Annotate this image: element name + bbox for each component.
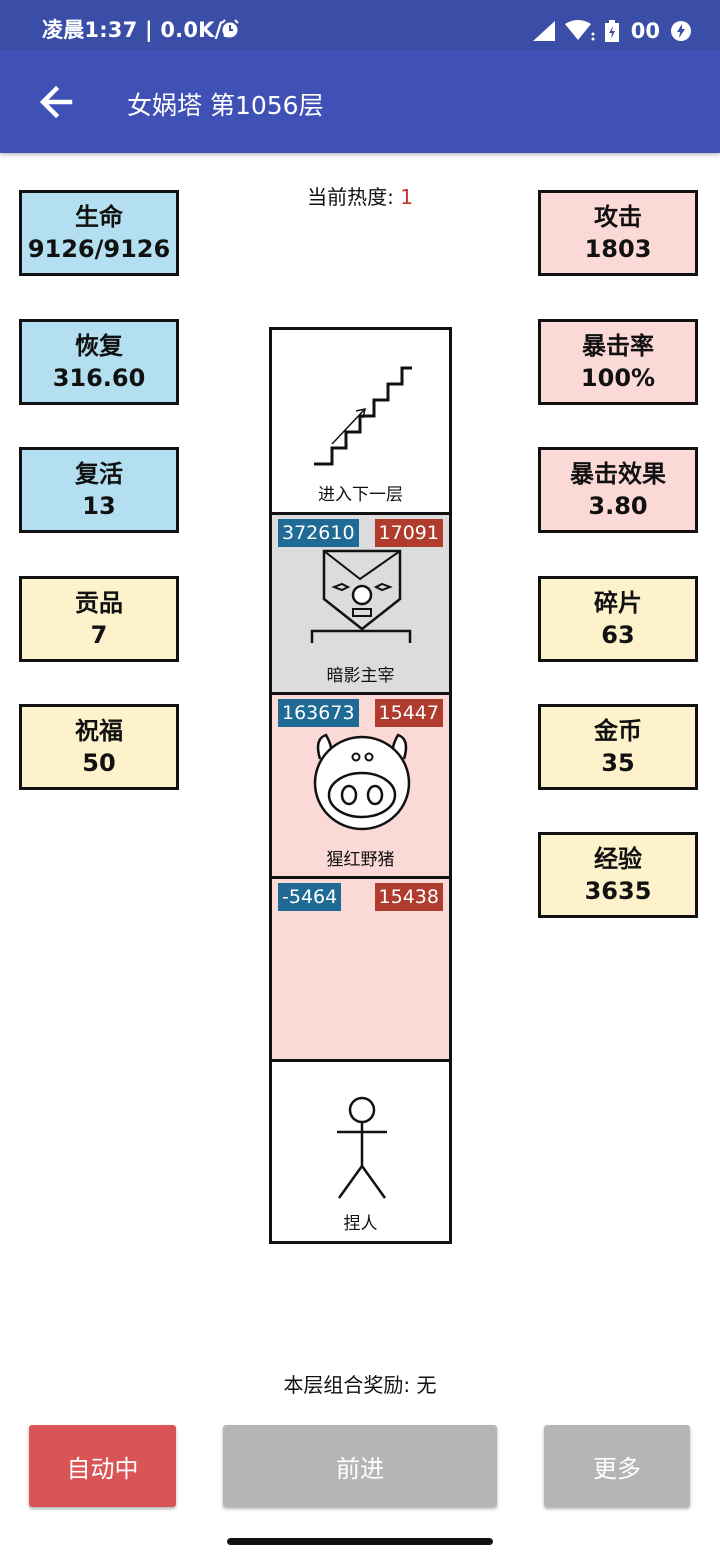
status-time-speed: 凌晨1:37 | 0.0K/s — [42, 18, 236, 42]
heat-value: 1 — [400, 185, 413, 209]
stat-attack: 攻击 1803 — [538, 190, 698, 276]
stat-label: 金币 — [594, 717, 642, 745]
status-bar: 凌晨1:37 | 0.0K/s 00 — [0, 0, 720, 50]
heat-indicator: 当前热度: 1 — [0, 181, 720, 210]
stat-label: 暴击效果 — [570, 460, 666, 488]
shadow-lord-icon — [310, 549, 412, 643]
monster-hp-badge: 163673 — [278, 699, 359, 727]
stat-shards: 碎片 63 — [538, 576, 698, 662]
stat-value: 9126/9126 — [27, 235, 171, 263]
stat-label: 复活 — [75, 460, 123, 488]
stat-label: 贡品 — [75, 589, 123, 617]
stat-value: 50 — [82, 749, 116, 777]
stat-value: 63 — [601, 621, 635, 649]
tower-cell-crimson-boar[interactable]: 163673 15447 猩红野猪 — [272, 695, 449, 879]
stat-tribute: 贡品 7 — [19, 576, 179, 662]
stat-hp: 生命 9126/9126 — [19, 190, 179, 276]
stat-label: 碎片 — [594, 589, 642, 617]
combo-reward: 本层组合奖励: 无 — [0, 1369, 720, 1398]
back-arrow-icon[interactable] — [34, 80, 78, 124]
stat-value: 7 — [90, 621, 108, 649]
tower: 进入下一层 372610 17091 暗影主宰 163673 15447 — [269, 327, 452, 1244]
combo-value: 无 — [416, 1373, 437, 1397]
stick-figure-icon — [337, 1096, 387, 1199]
stat-revive: 复活 13 — [19, 447, 179, 533]
charging-icon — [671, 21, 691, 41]
auto-button[interactable]: 自动中 — [29, 1425, 176, 1507]
heat-label: 当前热度: — [307, 185, 394, 209]
app-bar: 女娲塔 第1056层 — [0, 50, 720, 153]
stat-gold: 金币 35 — [538, 704, 698, 790]
monster-hp-badge: 372610 — [278, 519, 359, 547]
monster-hp-badge: -5464 — [278, 883, 342, 911]
stat-label: 祝福 — [75, 717, 123, 745]
stat-value: 13 — [82, 492, 116, 520]
battery-icon — [604, 20, 619, 42]
stat-label: 生命 — [75, 203, 123, 231]
monster-attack-badge: 17091 — [374, 519, 443, 547]
stat-label: 攻击 — [594, 203, 642, 231]
monster-attack-badge: 15447 — [374, 699, 443, 727]
cell-label: 捏人 — [343, 1214, 378, 1234]
more-button[interactable]: 更多 — [544, 1425, 690, 1507]
page-title: 女娲塔 第1056层 — [127, 91, 324, 120]
tower-cell-empty[interactable]: -5464 15438 — [272, 879, 449, 1062]
stat-crit-effect: 暴击效果 3.80 — [538, 447, 698, 533]
stat-label: 恢复 — [75, 332, 123, 360]
alarm-icon — [221, 19, 239, 38]
stat-value: 1803 — [584, 235, 652, 263]
boar-icon — [313, 733, 411, 831]
tower-cell-character[interactable]: 捏人 — [272, 1062, 449, 1242]
stat-blessing: 祝福 50 — [19, 704, 179, 790]
home-indicator[interactable] — [227, 1538, 493, 1545]
forward-button[interactable]: 前进 — [223, 1425, 497, 1507]
stat-crit-rate: 暴击率 100% — [538, 319, 698, 405]
stat-value: 35 — [601, 749, 635, 777]
stat-value: 100% — [580, 364, 656, 392]
wifi-icon — [564, 20, 595, 41]
combo-label: 本层组合奖励: — [283, 1373, 411, 1397]
stat-value: 3.80 — [588, 492, 648, 520]
stairs-icon — [314, 366, 412, 466]
signal-icon — [532, 21, 555, 41]
monster-attack-badge: 15438 — [374, 883, 443, 911]
stat-regen: 恢复 316.60 — [19, 319, 179, 405]
stat-exp: 经验 3635 — [538, 832, 698, 918]
stat-value: 316.60 — [52, 364, 146, 392]
stat-label: 暴击率 — [582, 332, 654, 360]
tower-cell-stairs[interactable]: 进入下一层 — [272, 330, 449, 515]
stat-label: 经验 — [594, 845, 642, 873]
cell-label: 暗影主宰 — [326, 666, 395, 686]
cell-label: 进入下一层 — [318, 485, 403, 505]
battery-level: 00 — [630, 19, 660, 43]
stat-value: 3635 — [584, 877, 652, 905]
cell-label: 猩红野猪 — [326, 850, 395, 870]
tower-cell-shadow-lord[interactable]: 372610 17091 暗影主宰 — [272, 515, 449, 695]
